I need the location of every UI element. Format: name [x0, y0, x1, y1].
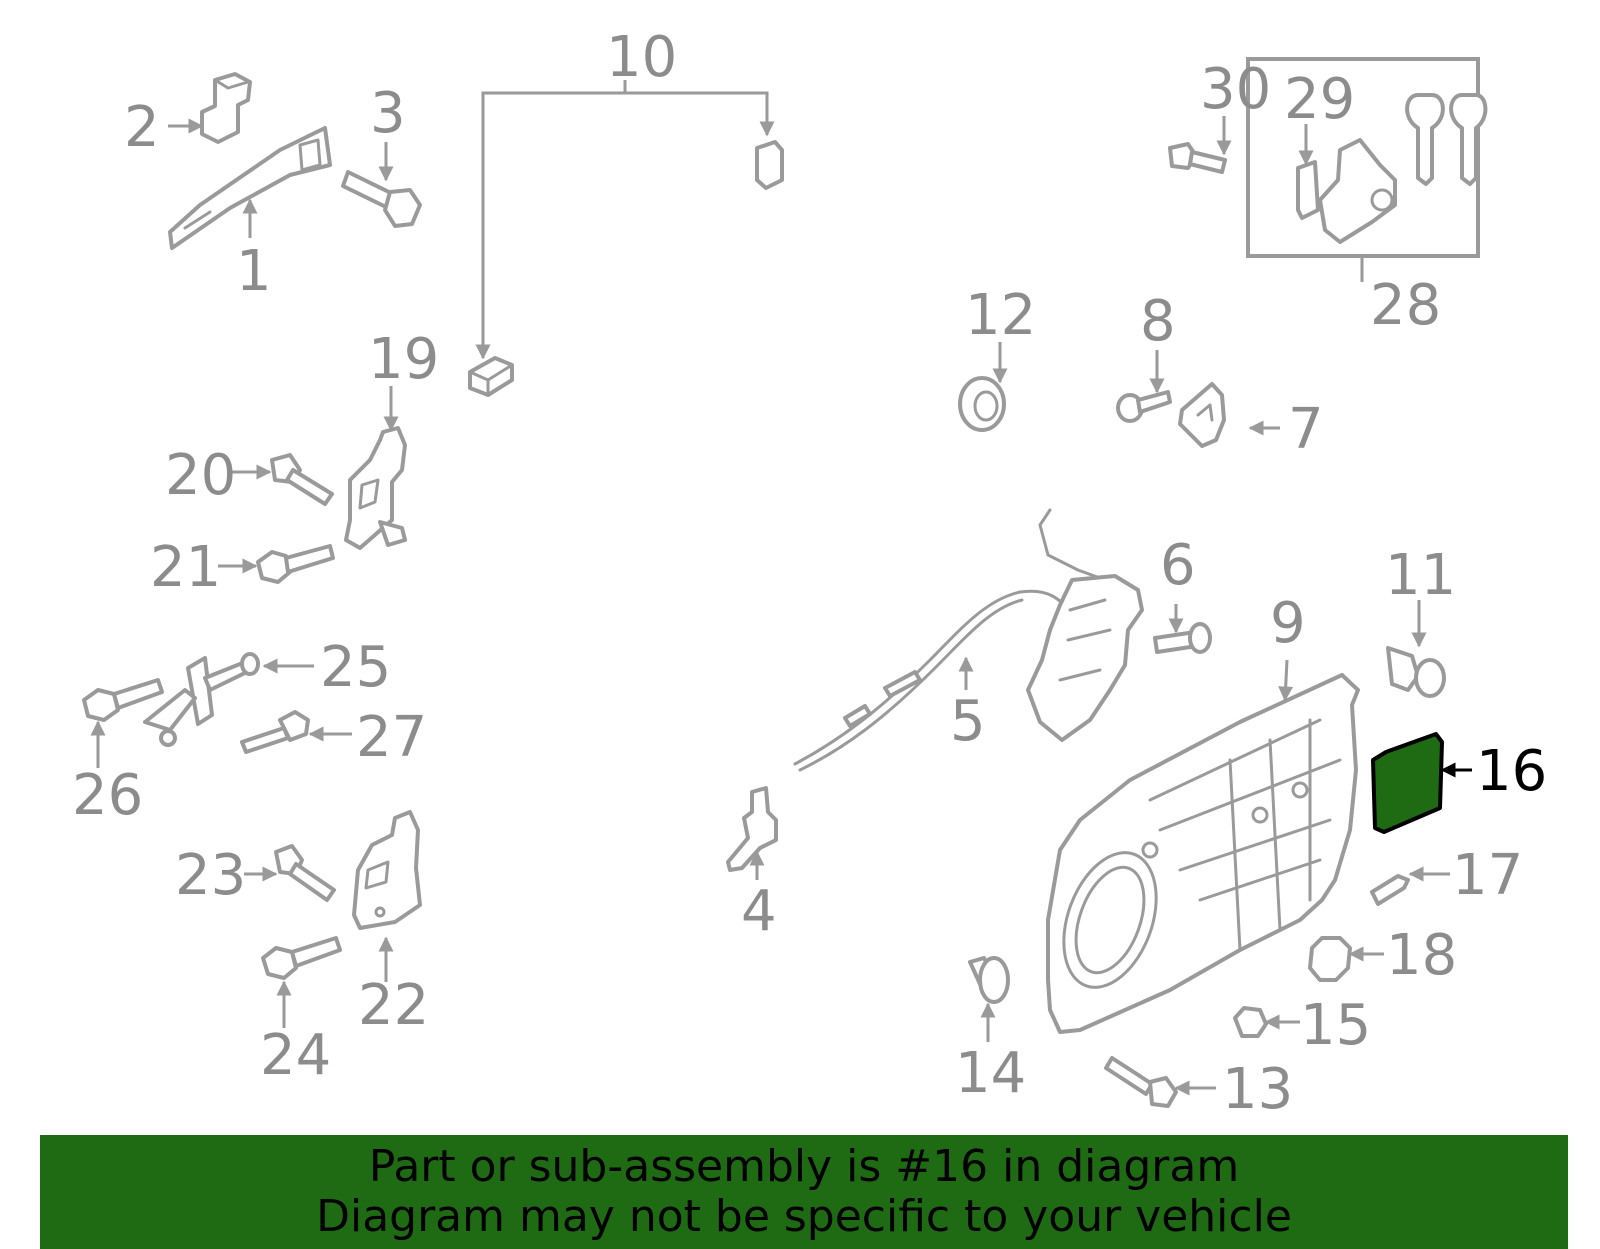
- part-12-grommet[interactable]: [958, 376, 1006, 432]
- part-25-check-link[interactable]: [143, 652, 260, 747]
- leader-lines: [90, 116, 1472, 1096]
- callout-28: 28: [1370, 273, 1441, 338]
- part-10-harness[interactable]: [468, 80, 784, 397]
- callout-1: 1: [236, 239, 272, 304]
- part-17-pad[interactable]: [1370, 874, 1410, 906]
- part-16-pad-highlighted[interactable]: [1371, 732, 1444, 834]
- part-19-upper-hinge[interactable]: [344, 426, 407, 550]
- callout-19: 19: [368, 327, 439, 392]
- part-27-bolt[interactable]: [240, 710, 310, 754]
- part-13-bolt[interactable]: [1104, 1056, 1178, 1108]
- part-20-bolt[interactable]: [270, 453, 334, 506]
- callout-22: 22: [358, 973, 429, 1038]
- callout-30: 30: [1200, 57, 1271, 122]
- info-banner: Part or sub-assembly is #16 in diagram D…: [40, 1135, 1568, 1249]
- callout-13: 13: [1222, 1057, 1293, 1122]
- part-21-bolt[interactable]: [256, 544, 335, 584]
- part-30-screw[interactable]: [1168, 142, 1227, 174]
- callout-14: 14: [955, 1041, 1026, 1106]
- callout-9: 9: [1270, 591, 1306, 656]
- callout-12: 12: [965, 283, 1036, 348]
- part-11-push-pin[interactable]: [1386, 646, 1446, 698]
- part-23-bolt[interactable]: [274, 844, 336, 902]
- banner-line-1: Part or sub-assembly is #16 in diagram: [368, 1141, 1240, 1192]
- part-6-pin[interactable]: [1153, 622, 1212, 654]
- callout-25: 25: [320, 635, 391, 700]
- part-7-bracket[interactable]: [1178, 382, 1226, 448]
- callout-6: 6: [1160, 533, 1196, 598]
- callout-24: 24: [260, 1023, 331, 1088]
- part-18-plug[interactable]: [1308, 936, 1352, 982]
- callout-26: 26: [72, 763, 143, 828]
- callout-29: 29: [1284, 67, 1355, 132]
- banner-line-2: Diagram may not be specific to your vehi…: [316, 1191, 1292, 1242]
- part-1-handle-bracket[interactable]: [168, 126, 332, 250]
- callout-7: 7: [1288, 397, 1324, 462]
- part-8-screw[interactable]: [1116, 390, 1172, 423]
- callout-21: 21: [150, 535, 221, 600]
- callout-20: 20: [165, 443, 236, 508]
- part-2-clip[interactable]: [200, 72, 252, 144]
- part-5-latch-assembly[interactable]: [793, 508, 1144, 772]
- callout-15: 15: [1300, 993, 1371, 1058]
- callout-18: 18: [1386, 923, 1457, 988]
- callout-8: 8: [1140, 289, 1176, 354]
- part-4-rod-clip[interactable]: [726, 786, 778, 872]
- part-14-grommet[interactable]: [968, 956, 1010, 1004]
- part-24-bolt[interactable]: [261, 936, 342, 980]
- part-15-nut[interactable]: [1233, 1006, 1268, 1038]
- parts-diagram: 1 2 3 4 5 6 7 8 9 10 11 12 13 14 15 16 1…: [72, 25, 1547, 1122]
- callout-4: 4: [741, 879, 777, 944]
- part-3-bolt[interactable]: [341, 170, 422, 228]
- callout-labels: 1 2 3 4 5 6 7 8 9 10 11 12 13 14 15 16 1…: [72, 25, 1547, 1122]
- part-26-bolt[interactable]: [82, 678, 164, 722]
- callout-10: 10: [606, 25, 677, 90]
- callout-23: 23: [175, 843, 246, 908]
- callout-11: 11: [1385, 543, 1456, 608]
- callout-27: 27: [356, 705, 427, 770]
- callout-17: 17: [1452, 843, 1523, 908]
- part-9-door-module[interactable]: [1046, 673, 1360, 1034]
- callout-16-highlighted: 16: [1476, 739, 1547, 804]
- part-22-lower-hinge[interactable]: [352, 810, 422, 930]
- callout-3: 3: [370, 81, 406, 146]
- callout-5: 5: [950, 689, 986, 754]
- callout-2: 2: [124, 95, 160, 160]
